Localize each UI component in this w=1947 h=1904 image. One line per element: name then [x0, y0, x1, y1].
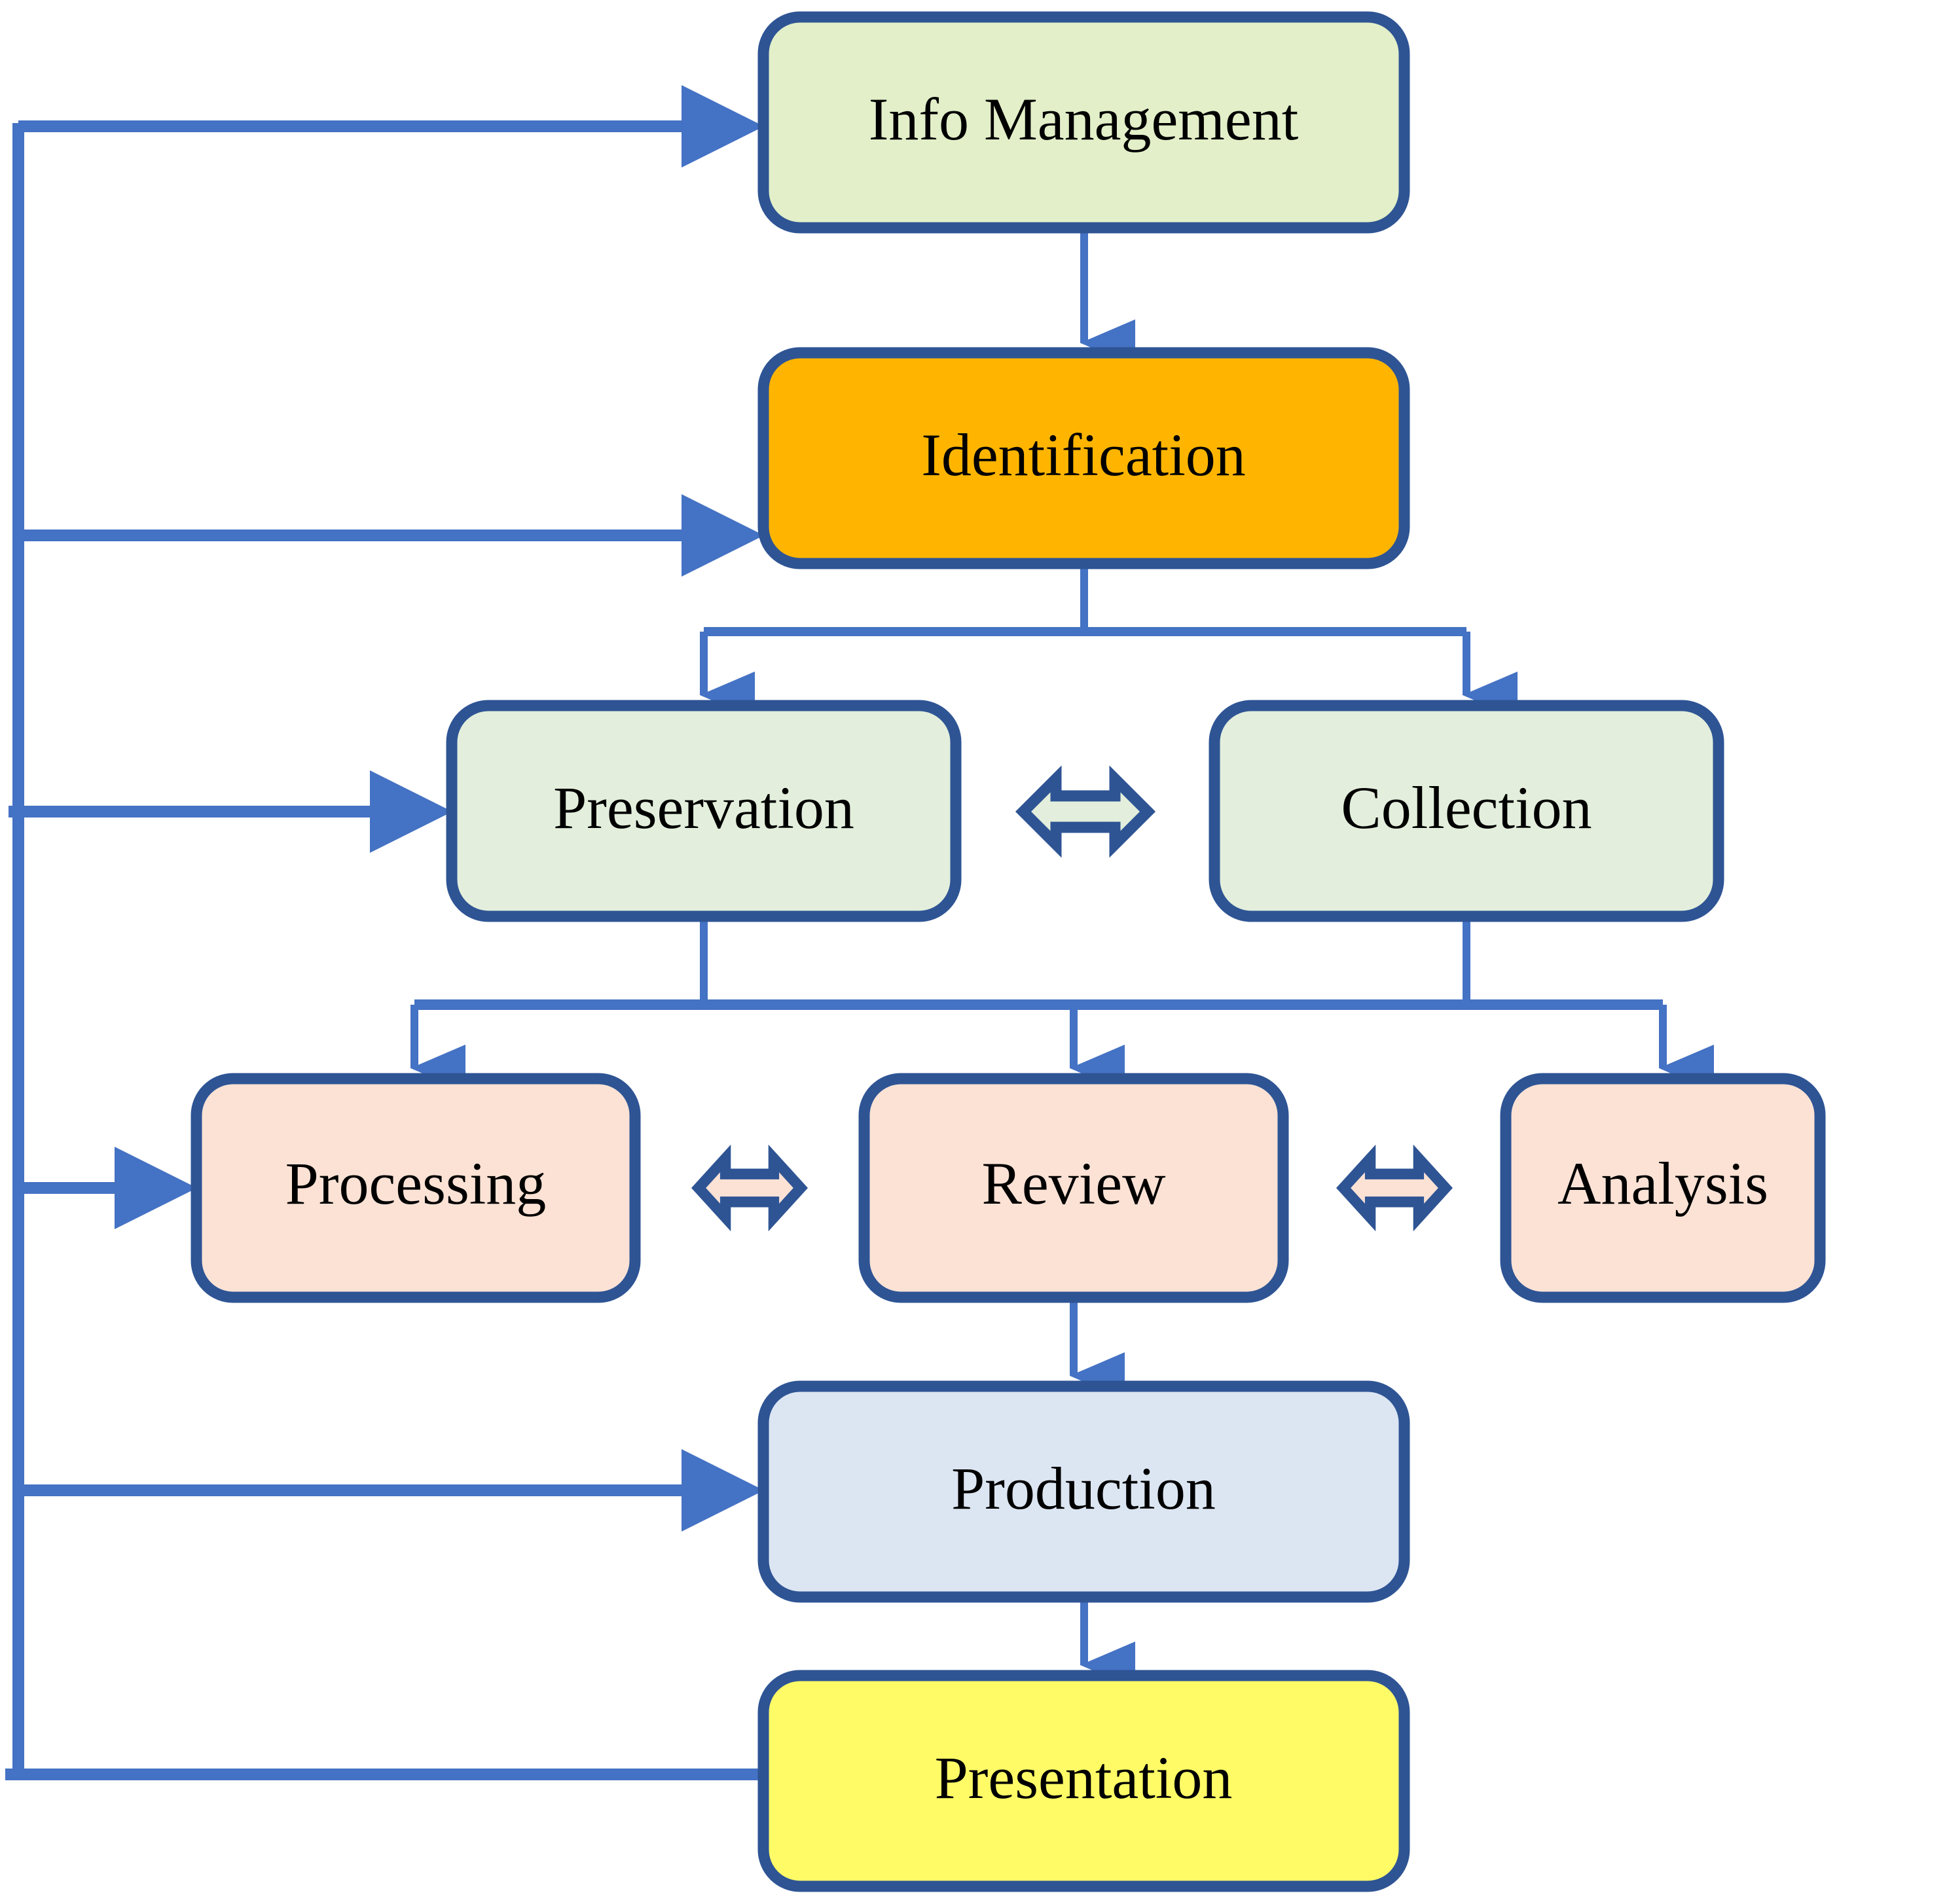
- node-info-management-label: Info Management: [869, 86, 1299, 153]
- node-production[interactable]: Production: [757, 1380, 1410, 1603]
- node-review-label: Review: [981, 1150, 1166, 1217]
- node-production-shape[interactable]: [757, 1380, 1410, 1603]
- node-preservation-shape[interactable]: [446, 700, 962, 922]
- node-collection-shape[interactable]: [1209, 700, 1724, 922]
- node-analysis[interactable]: Analysis: [1500, 1073, 1826, 1303]
- node-processing-label: Processing: [285, 1150, 547, 1217]
- node-production-label: Production: [951, 1455, 1216, 1522]
- node-review-shape[interactable]: [858, 1073, 1289, 1303]
- node-review[interactable]: Review: [858, 1073, 1289, 1303]
- node-presentation-label: Presentation: [935, 1744, 1233, 1811]
- node-preservation-label: Preservation: [553, 774, 854, 841]
- node-analysis-shape[interactable]: [1500, 1073, 1826, 1303]
- double-arrow-review-analysis: [1336, 1144, 1453, 1232]
- node-processing[interactable]: Processing: [191, 1073, 641, 1303]
- node-identification-label: Identification: [921, 422, 1246, 488]
- node-presentation[interactable]: Presentation: [757, 1670, 1410, 1892]
- node-info-management[interactable]: Info Management: [757, 11, 1410, 234]
- double-arrow-processing-review: [691, 1144, 808, 1232]
- node-collection[interactable]: Collection: [1209, 700, 1724, 922]
- node-collection-label: Collection: [1341, 774, 1592, 841]
- node-identification-shape[interactable]: [757, 347, 1410, 569]
- node-analysis-label: Analysis: [1557, 1150, 1768, 1217]
- feedback-trunk-group: [9, 123, 24, 1778]
- double-arrow-preservation-collection: [1015, 765, 1156, 858]
- double-arrow-icon: [1015, 765, 1156, 858]
- node-identification[interactable]: Identification: [757, 347, 1410, 569]
- node-preservation[interactable]: Preservation: [446, 700, 962, 922]
- double-arrow-icon: [1336, 1144, 1453, 1232]
- double-arrow-icon: [691, 1144, 808, 1232]
- node-info-management-shape[interactable]: [757, 11, 1410, 234]
- node-processing-shape[interactable]: [191, 1073, 641, 1303]
- node-presentation-shape[interactable]: [757, 1670, 1410, 1892]
